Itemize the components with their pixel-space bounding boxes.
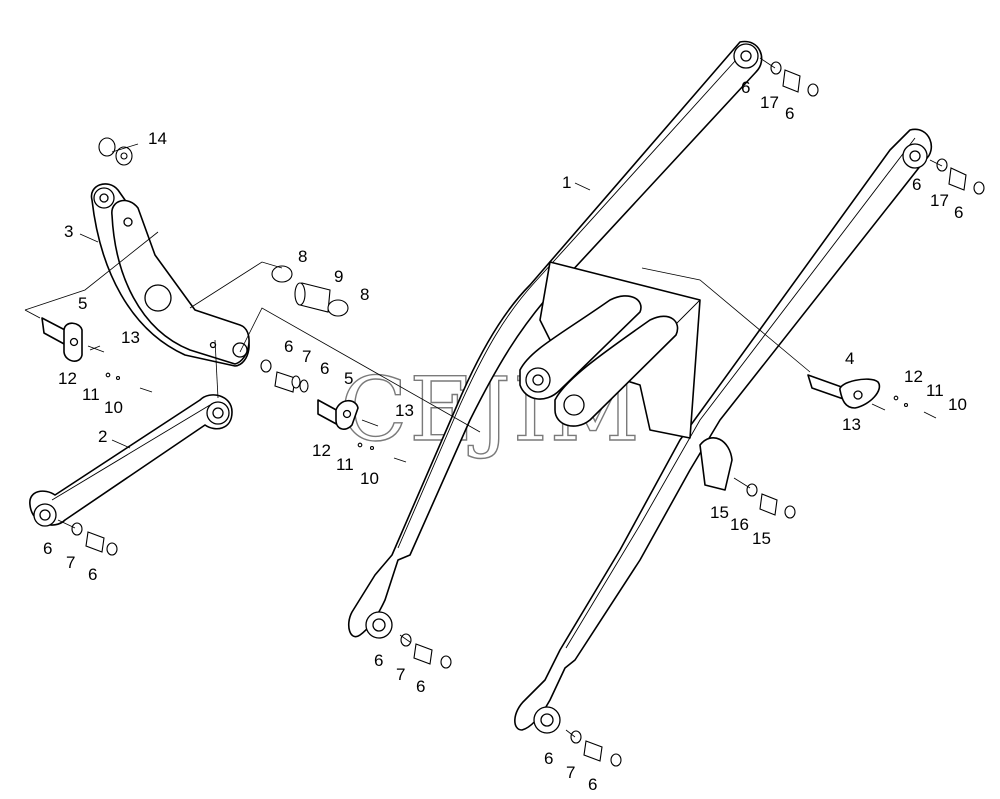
callout-12: 12	[312, 441, 331, 460]
callout-labels: 1 2 3 4 5 5 14 8 9 8 13 12 11 10 6 7 6 1…	[43, 78, 967, 794]
callout-5: 5	[78, 294, 87, 313]
bell-crank-part-3	[90, 183, 250, 367]
pin-part-4	[807, 374, 881, 409]
callout-6: 6	[544, 749, 553, 768]
callout-15: 15	[710, 503, 729, 522]
callout-13: 13	[842, 415, 861, 434]
callout-7: 7	[66, 553, 75, 572]
callout-2: 2	[98, 427, 107, 446]
callout-17: 17	[930, 191, 949, 210]
callout-17: 17	[760, 93, 779, 112]
callout-6: 6	[43, 539, 52, 558]
leader-lines	[24, 57, 943, 738]
callout-6: 6	[416, 677, 425, 696]
callout-8: 8	[360, 285, 369, 304]
callout-11: 11	[82, 385, 100, 404]
callout-15: 15	[752, 529, 771, 548]
callout-6: 6	[284, 337, 293, 356]
callout-9: 9	[334, 267, 343, 286]
pin-part-5-right	[317, 399, 359, 430]
callout-10: 10	[360, 469, 379, 488]
hardware-set	[71, 61, 985, 767]
callout-6: 6	[588, 775, 597, 794]
callout-11: 11	[926, 381, 944, 400]
callout-4: 4	[845, 349, 854, 368]
callout-6: 6	[785, 104, 794, 123]
callout-6: 6	[374, 651, 383, 670]
callout-6: 6	[320, 359, 329, 378]
callout-1: 1	[562, 173, 571, 192]
lift-boom-part-1	[348, 40, 933, 734]
callout-6: 6	[741, 78, 750, 97]
callout-7: 7	[302, 347, 311, 366]
callout-6: 6	[88, 565, 97, 584]
callout-5: 5	[344, 369, 353, 388]
callout-8: 8	[298, 247, 307, 266]
callout-11: 11	[336, 455, 354, 474]
callout-6: 6	[912, 175, 921, 194]
callout-12: 12	[58, 369, 77, 388]
pin-part-5-left	[41, 317, 83, 362]
callout-16: 16	[730, 515, 749, 534]
link-rod-part-2	[29, 394, 233, 527]
callout-7: 7	[396, 665, 405, 684]
callout-3: 3	[64, 222, 73, 241]
callout-7: 7	[566, 763, 575, 782]
callout-13: 13	[121, 328, 140, 347]
callout-14: 14	[148, 129, 167, 148]
callout-10: 10	[104, 398, 123, 417]
callout-12: 12	[904, 367, 923, 386]
callout-10: 10	[948, 395, 967, 414]
callout-6: 6	[954, 203, 963, 222]
callout-13: 13	[395, 401, 414, 420]
